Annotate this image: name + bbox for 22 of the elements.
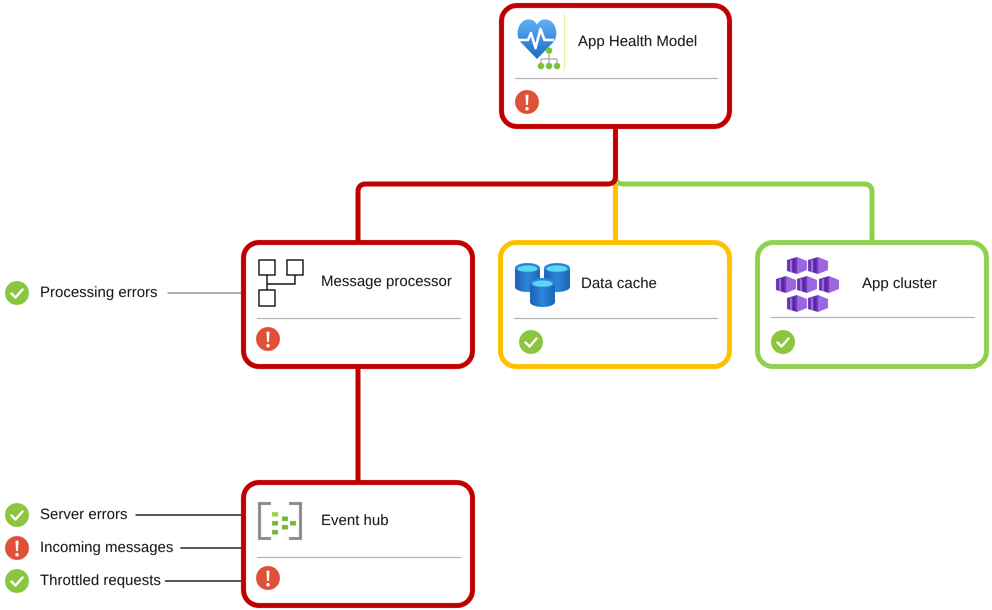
metric-label: Throttled requests [40,572,161,590]
component-name: Event hub [321,512,389,530]
connector-line [613,129,618,176]
component-card [241,240,475,369]
component-name: Data cache [581,275,657,293]
component-name: App cluster [862,275,938,293]
metric-label: Server errors [40,506,128,524]
connector-line [356,174,618,240]
leader-line [136,514,241,516]
component-card [499,3,732,129]
connector-line [613,182,618,240]
leader-line [168,292,241,294]
leader-line [180,547,241,549]
component-name: Message processor [321,273,452,291]
metric-label: Processing errors [40,284,158,302]
component-card [498,240,732,369]
leader-line [164,580,241,582]
connector-line [356,369,360,480]
component-card [755,240,989,369]
component-card [241,480,475,608]
component-name: App Health Model [578,33,698,51]
metric-label: Incoming messages [40,539,174,557]
